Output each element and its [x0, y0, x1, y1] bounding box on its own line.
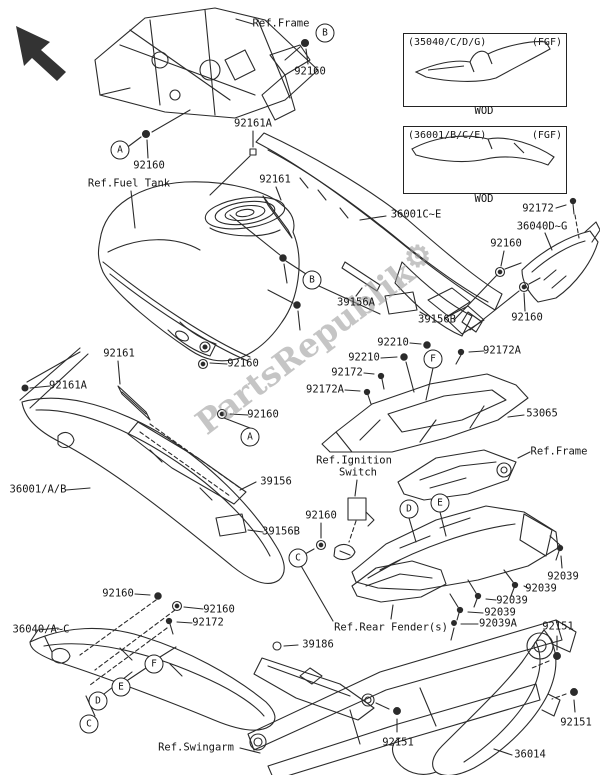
part-label: 36040D~G: [516, 220, 568, 233]
part-label: 92039: [496, 594, 528, 607]
part-label: Ref.Swingarm: [158, 741, 234, 754]
part-label: 92172: [522, 202, 554, 215]
part-label: Ref.Frame: [530, 445, 588, 458]
balloon-B: B: [315, 23, 335, 43]
direction-arrow-icon: [16, 26, 66, 81]
part-label: 92039: [525, 582, 557, 595]
trim-seal-right-drawing: [341, 261, 418, 315]
part-label: 92160: [102, 587, 134, 600]
rear-frame-drawing: [397, 449, 517, 501]
inset1-part-drawing: [414, 41, 551, 82]
balloon-C: C: [79, 714, 99, 734]
balloon-E: E: [111, 677, 131, 697]
ignition-switch-drawing: [333, 497, 375, 561]
part-label: 92161A: [49, 379, 87, 392]
leader-lines: [26, 18, 580, 756]
balloon-A: A: [110, 140, 130, 160]
part-label: 53065: [526, 407, 558, 420]
rear-fender-drawing: [351, 560, 447, 603]
mounting-stay-drawing: [427, 274, 520, 335]
right-cover-drawing: [521, 221, 600, 303]
part-label: Ref.Fuel Tank: [87, 177, 171, 190]
swingarm-drawing: [247, 619, 577, 775]
part-label: 92160: [203, 603, 235, 616]
part-label: 92172: [192, 616, 224, 629]
inset2-caption: WOD: [474, 193, 494, 205]
part-label: 39156B: [418, 313, 456, 326]
part-label: 92161: [259, 173, 291, 186]
part-label: 92151: [560, 716, 592, 729]
chain-cover-drawing: [391, 629, 561, 775]
part-label: 39156A: [337, 296, 375, 309]
balloon-B: B: [302, 270, 322, 290]
inset2-variant: (FGF): [531, 130, 562, 141]
center-cover-drawing: [321, 373, 529, 453]
part-label: 92161: [103, 347, 135, 360]
balloon-D: D: [399, 499, 419, 519]
balloon-E: E: [430, 493, 450, 513]
part-label: 92210: [377, 336, 409, 349]
left-side-cover-drawing: [19, 347, 285, 584]
part-label: 92161A: [234, 117, 272, 130]
balloon-C: C: [288, 548, 308, 568]
fuel-tank-drawing: [97, 181, 300, 362]
upper-side-cover-drawing: [117, 132, 503, 421]
inset-box-35040: (35040/C/D/G) (FGF): [403, 33, 567, 107]
part-label: 92039A: [479, 617, 517, 630]
part-label: 92160: [247, 408, 279, 421]
part-label: 92160: [227, 357, 259, 370]
part-label: 92151: [542, 620, 574, 633]
balloon-F: F: [423, 349, 443, 369]
part-label: 92039: [547, 570, 579, 583]
part-label: 39156B: [262, 525, 300, 538]
inset1-caption: WOD: [474, 105, 494, 117]
part-label: 92160: [294, 65, 326, 78]
part-label: 92160: [305, 509, 337, 522]
tail-cover-drawing: [351, 505, 559, 591]
part-label: Ref.Ignition: [316, 454, 392, 467]
part-label: 36001/A/B: [9, 483, 67, 496]
inset2-part-code: (36001/B/C/E): [408, 130, 487, 141]
part-label: 92160: [511, 311, 543, 324]
part-label: Switch: [339, 466, 377, 479]
balloon-F: F: [144, 654, 164, 674]
part-label: 92160: [490, 237, 522, 250]
inset1-variant: (FGF): [531, 37, 562, 48]
part-label: 36001C~E: [390, 208, 442, 221]
balloon-A: A: [240, 427, 260, 447]
part-label: 36014: [514, 748, 546, 761]
part-label: 39156: [260, 475, 292, 488]
part-label: 92039: [484, 606, 516, 619]
lower-cover-drawing: [29, 627, 276, 731]
inset1-part-code: (35040/C/D/G): [408, 37, 487, 48]
part-label: 92210: [348, 351, 380, 364]
part-label: 92172A: [306, 383, 344, 396]
chain-guard-drawing: [253, 641, 375, 721]
part-label: Ref.Frame: [252, 17, 310, 30]
part-label: Ref.Rear Fender(s): [334, 621, 448, 634]
part-label: 92151: [382, 736, 414, 749]
part-label: 92172: [331, 366, 363, 379]
frame-drawing: [94, 7, 319, 121]
balloon-D: D: [88, 691, 108, 711]
fasteners: [21, 38, 578, 715]
inset2-part-drawing: [411, 135, 555, 166]
trim-seal-drawing: [127, 421, 247, 537]
inset-box-36001: (36001/B/C/E) (FGF): [403, 126, 567, 194]
part-label: 39186: [302, 638, 334, 651]
part-label: 92172A: [483, 344, 521, 357]
part-label: 36040/A~C: [12, 623, 70, 636]
part-label: 92160: [133, 159, 165, 172]
